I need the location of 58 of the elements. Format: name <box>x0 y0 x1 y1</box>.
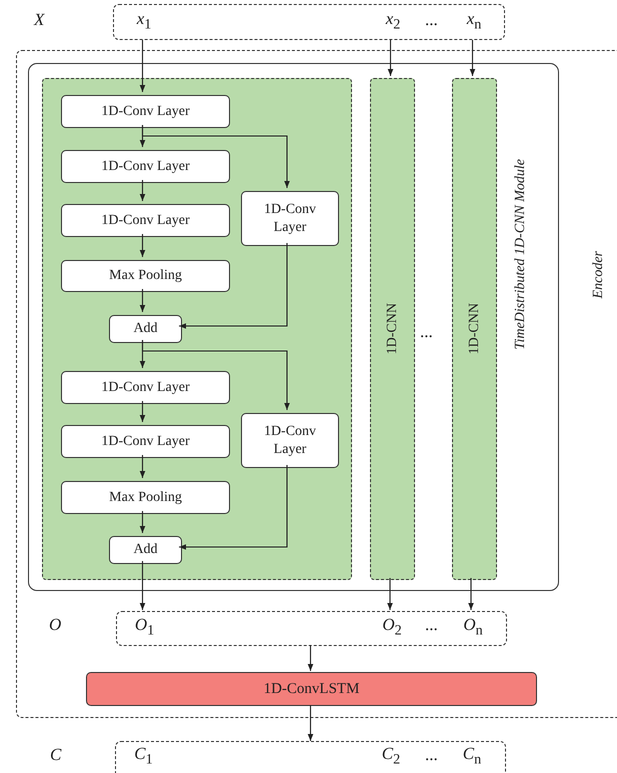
arrow <box>179 465 288 550</box>
sequence-box <box>115 741 506 773</box>
region-heading: Encoder <box>591 251 607 298</box>
layer-box: 1D-Conv Layer <box>61 150 230 183</box>
arrow <box>308 645 314 671</box>
sequence-box <box>116 611 507 646</box>
arrow <box>387 578 393 610</box>
arrow <box>140 401 146 422</box>
layer-box: 1D-Conv Layer <box>61 371 230 404</box>
convlstm-box: 1D-ConvLSTM <box>86 672 537 706</box>
layer-box: Max Pooling <box>61 260 230 292</box>
arrow <box>140 234 146 257</box>
layer-box: 1D-Conv Layer <box>61 425 230 458</box>
row-label: O <box>49 615 62 635</box>
layer-box: Add <box>109 536 182 564</box>
layer-box: Max Pooling <box>61 481 230 514</box>
layer-box: 1D-Conv Layer <box>61 204 230 237</box>
arrow <box>179 243 288 329</box>
layer-box: 1D-Conv Layer <box>241 191 339 246</box>
sequence-box <box>113 4 505 40</box>
ellipsis: ... <box>425 615 438 635</box>
arrow <box>468 578 474 610</box>
arrow <box>140 289 146 312</box>
sequence-element: O$_{n}$ <box>455 612 491 647</box>
sequence-element: O$_{1}$ <box>126 612 162 647</box>
arrow <box>140 180 146 201</box>
module-heading: TimeDistributed 1D-CNN Module <box>513 159 529 350</box>
layer-box: Add <box>109 315 182 343</box>
ellipsis: ... <box>420 322 433 342</box>
column-label: 1D-CNN <box>384 303 400 355</box>
sequence-element: x$_{n}$ <box>456 5 492 41</box>
arrow <box>308 705 314 741</box>
cnn-column <box>370 78 415 580</box>
encoder-region <box>16 50 617 718</box>
arrow <box>140 511 146 533</box>
row-label: X <box>34 10 44 30</box>
sequence-element: O$_{2}$ <box>374 612 410 647</box>
cnn-column <box>452 78 497 580</box>
row-label: C <box>50 745 62 765</box>
sequence-element: C$_{2}$ <box>373 742 409 773</box>
arrow <box>388 40 394 76</box>
arrow <box>470 40 476 76</box>
sequence-element: C$_{n}$ <box>454 742 490 773</box>
arrow <box>140 561 146 610</box>
sequence-element: C$_{1}$ <box>126 742 162 773</box>
column-label: 1D-CNN <box>466 303 482 355</box>
arrow <box>142 125 290 188</box>
arrow <box>142 340 290 410</box>
arrow <box>140 455 146 478</box>
layer-box: 1D-Conv Layer <box>61 95 230 128</box>
ellipsis: ... <box>425 745 438 765</box>
sequence-element: x$_{2}$ <box>375 5 411 41</box>
module-panel <box>28 63 559 591</box>
cnn-block-panel <box>42 78 352 580</box>
ellipsis: ... <box>425 10 438 30</box>
arrow <box>140 40 146 92</box>
sequence-element: x$_{1}$ <box>126 5 162 41</box>
layer-box: 1D-Conv Layer <box>241 413 339 468</box>
